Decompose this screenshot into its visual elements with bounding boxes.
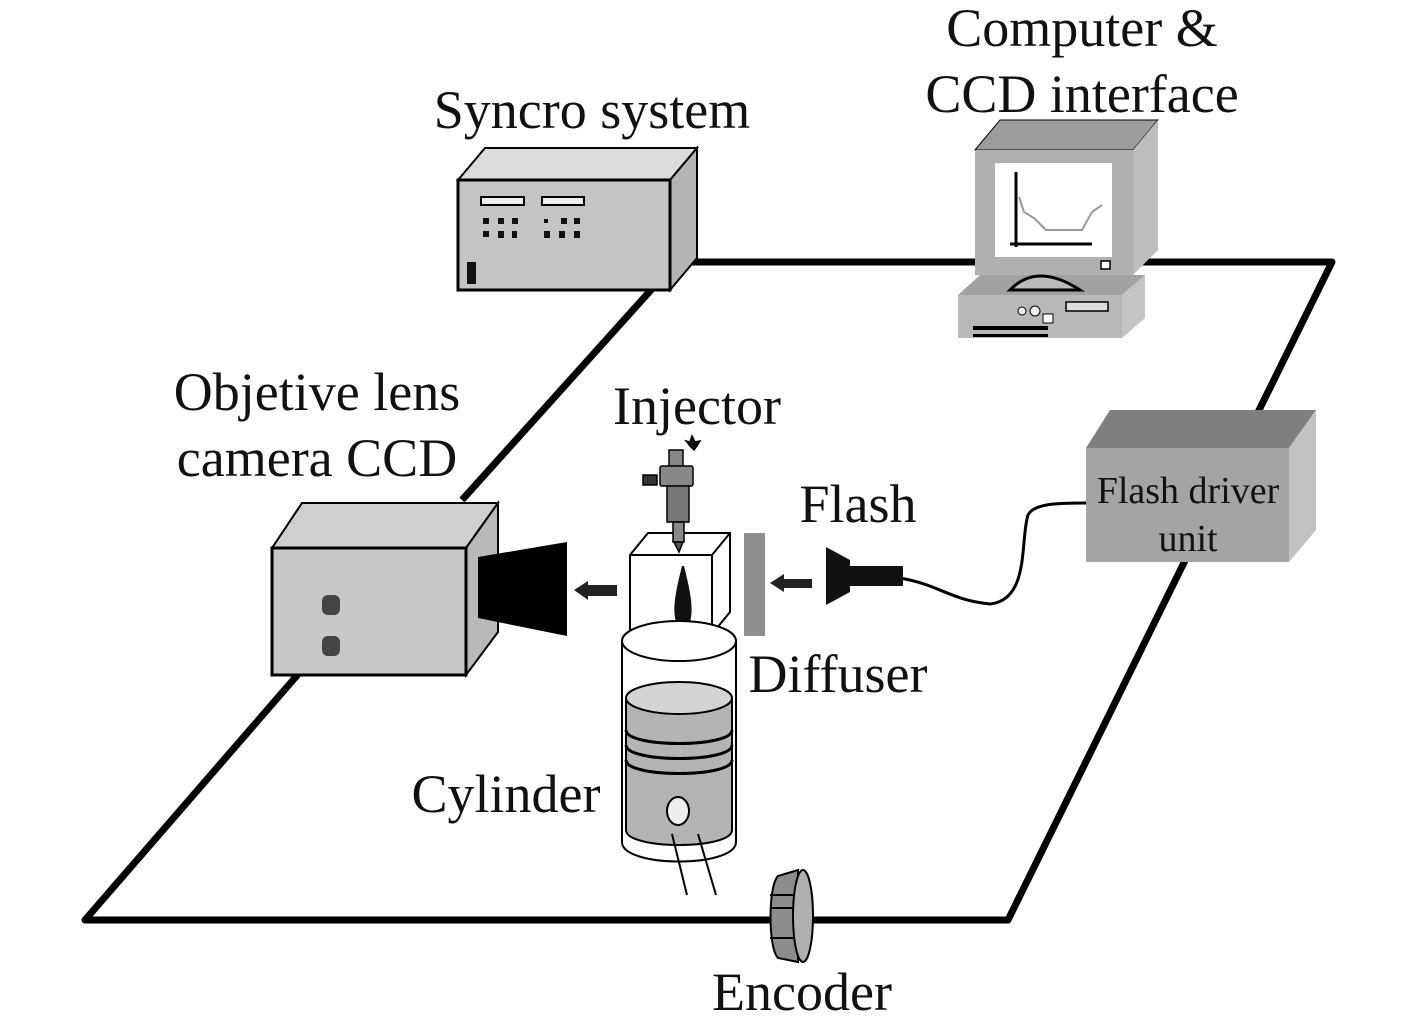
flash-cable bbox=[899, 501, 1087, 606]
fuel-spray bbox=[674, 566, 692, 630]
camera-label-line1: Objetive lens bbox=[174, 362, 460, 422]
light-arrow-flash-to-diffuser bbox=[770, 574, 812, 592]
cylinder-label: Cylinder bbox=[412, 764, 601, 824]
ccd-camera-icon bbox=[270, 499, 567, 679]
flash-lamp-icon bbox=[826, 547, 903, 605]
flash-driver-label-line1: Flash driver bbox=[1097, 470, 1280, 512]
flash-driver-label-line2: unit bbox=[1158, 518, 1218, 560]
diffuser-label: Diffuser bbox=[749, 644, 928, 704]
syncro-system-label: Syncro system bbox=[434, 80, 751, 140]
flash-driver-unit-box bbox=[1086, 410, 1316, 562]
injector-label: Injector bbox=[613, 376, 781, 436]
injector-icon bbox=[642, 434, 702, 554]
flash-label: Flash bbox=[799, 474, 916, 534]
syncro-system-box bbox=[455, 145, 700, 293]
computer-label-line1: Computer & bbox=[946, 0, 1217, 58]
encoder-label: Encoder bbox=[712, 962, 892, 1018]
encoder-icon bbox=[769, 868, 814, 964]
camera-label-line2: camera CCD bbox=[177, 428, 457, 488]
diffuser-panel bbox=[744, 533, 765, 636]
computer-icon bbox=[958, 119, 1160, 338]
light-arrow-to-camera bbox=[574, 581, 617, 600]
computer-label-line2: CCD interface bbox=[925, 64, 1238, 124]
cylinder-piston bbox=[621, 620, 737, 896]
